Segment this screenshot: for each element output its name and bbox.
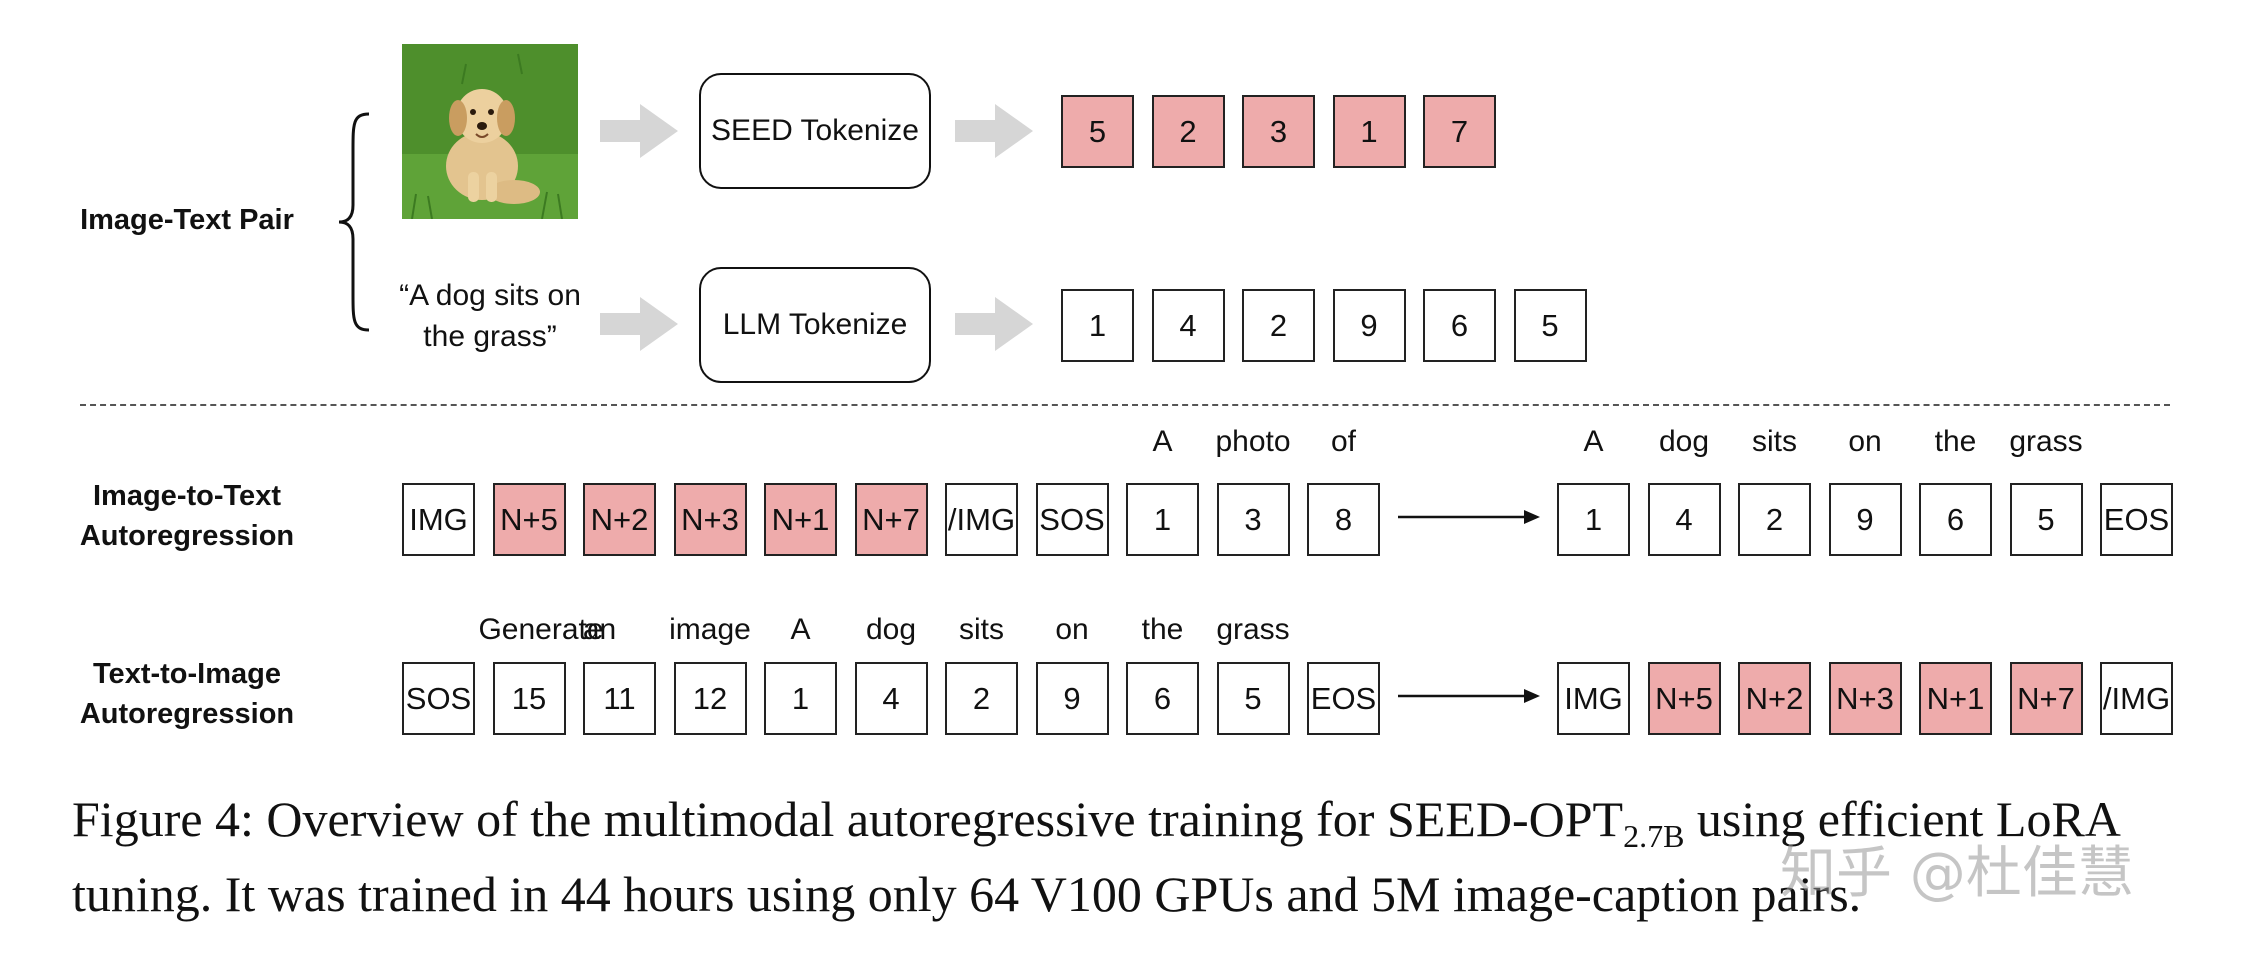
t2i-output-token: N+1	[1919, 662, 1992, 735]
puppy-image	[402, 44, 578, 219]
i2t-input-token: 8	[1307, 483, 1380, 556]
token-word: an	[582, 613, 617, 646]
token-word: dog	[865, 613, 917, 646]
t2i-output-token: N+5	[1647, 662, 1721, 735]
t2i-output-token: IMG	[1557, 662, 1630, 735]
t2i-output-token: /IMG	[2100, 662, 2173, 735]
gray-arrow-2	[955, 104, 1033, 158]
t2i-input-token: EOS	[1307, 662, 1380, 735]
token-word: grass	[1216, 613, 1290, 646]
token-word: dog	[1658, 425, 1710, 458]
i2t-input-token: N+5	[492, 483, 566, 556]
t2i-input-token: 5	[1216, 662, 1290, 735]
i2t-output-token: 1	[1557, 483, 1630, 556]
t2i-input-token: 2	[945, 662, 1018, 735]
llm-tokenize-box: LLM Tokenize	[699, 267, 931, 383]
seed-token: 5	[1061, 95, 1134, 168]
seed-tokenize-box: SEED Tokenize	[699, 73, 931, 189]
i2t-input-token: N+3	[673, 483, 747, 556]
t2i-input-token: 9	[1035, 662, 1109, 735]
seed-token: 7	[1423, 95, 1496, 168]
llm-token: 5	[1513, 289, 1587, 362]
t2i-input-token: 6	[1126, 662, 1199, 735]
i2t-arrow	[1398, 510, 1540, 524]
i2t-input-token: N+1	[764, 483, 837, 556]
image-text-pair-label: Image-Text Pair	[80, 204, 294, 236]
token-word: image	[669, 613, 751, 646]
t2i-output-token: N+2	[1738, 662, 1811, 735]
token-word: sits	[1752, 425, 1797, 458]
t2i-input-token: 4	[854, 662, 928, 735]
quote-text: “A dog sits on the grass”	[399, 279, 581, 353]
token-word: photo	[1215, 425, 1291, 458]
i2t-input-token: /IMG	[945, 483, 1018, 556]
curly-brace	[338, 112, 370, 332]
seed-token: 3	[1242, 95, 1315, 168]
watermark: 知乎 @杜佳慧	[1780, 841, 2134, 906]
i2t-output-token: 9	[1828, 483, 1902, 556]
i2t-output-token: 4	[1647, 483, 1721, 556]
t2i-input-token: SOS	[402, 662, 475, 735]
token-word: the	[1934, 425, 1977, 458]
token-word: on	[1055, 613, 1089, 646]
section-divider	[80, 404, 2170, 406]
i2t-input-token: 3	[1216, 483, 1290, 556]
i2t-input-token: 1	[1126, 483, 1199, 556]
llm-token: 6	[1423, 289, 1496, 362]
token-word: the	[1141, 613, 1184, 646]
i2t-output-token: 6	[1919, 483, 1992, 556]
llm-token: 1	[1061, 289, 1134, 362]
token-word: Generate	[478, 613, 604, 646]
token-word: A	[790, 613, 811, 646]
gray-arrow-3	[600, 297, 678, 351]
i2t-output-token: 2	[1738, 483, 1811, 556]
seed-token: 1	[1332, 95, 1406, 168]
t2i-output-token: N+7	[2009, 662, 2083, 735]
t2i-input-token: 1	[764, 662, 837, 735]
t2i-input-token: 15	[492, 662, 566, 735]
t2i-input-token: 12	[673, 662, 747, 735]
i2t-output-token: 5	[2009, 483, 2083, 556]
token-word: grass	[2009, 425, 2083, 458]
llm-token: 2	[1242, 289, 1315, 362]
token-word: A	[1583, 425, 1604, 458]
seed-token: 2	[1151, 95, 1225, 168]
i2t-output-token: EOS	[2100, 483, 2173, 556]
llm-token: 9	[1332, 289, 1406, 362]
token-word: sits	[959, 613, 1004, 646]
token-word: on	[1848, 425, 1882, 458]
llm-token: 4	[1151, 289, 1225, 362]
t2i-input-token: 11	[583, 662, 656, 735]
i2t-input-token: SOS	[1035, 483, 1109, 556]
i2t-input-token: N+7	[854, 483, 928, 556]
image-to-text-label: Image-to-Text Autoregression	[79, 480, 295, 552]
i2t-input-token: N+2	[583, 483, 656, 556]
gray-arrow-1	[600, 104, 678, 158]
token-word: A	[1152, 425, 1173, 458]
t2i-arrow	[1398, 689, 1540, 703]
t2i-output-token: N+3	[1828, 662, 1902, 735]
i2t-input-token: IMG	[402, 483, 475, 556]
text-to-image-label: Text-to-Image Autoregression	[79, 658, 295, 730]
gray-arrow-4	[955, 297, 1033, 351]
caption-suffix: using efficient LoRA tuning. It was trai…	[72, 791, 2119, 922]
caption-subscript: 2.7B	[1623, 818, 1685, 854]
token-word: of	[1330, 425, 1357, 458]
figure-caption: Figure 4: Overview of the multimodal aut…	[72, 790, 2192, 923]
caption-prefix: Figure 4: Overview of the multimodal aut…	[72, 791, 1624, 847]
